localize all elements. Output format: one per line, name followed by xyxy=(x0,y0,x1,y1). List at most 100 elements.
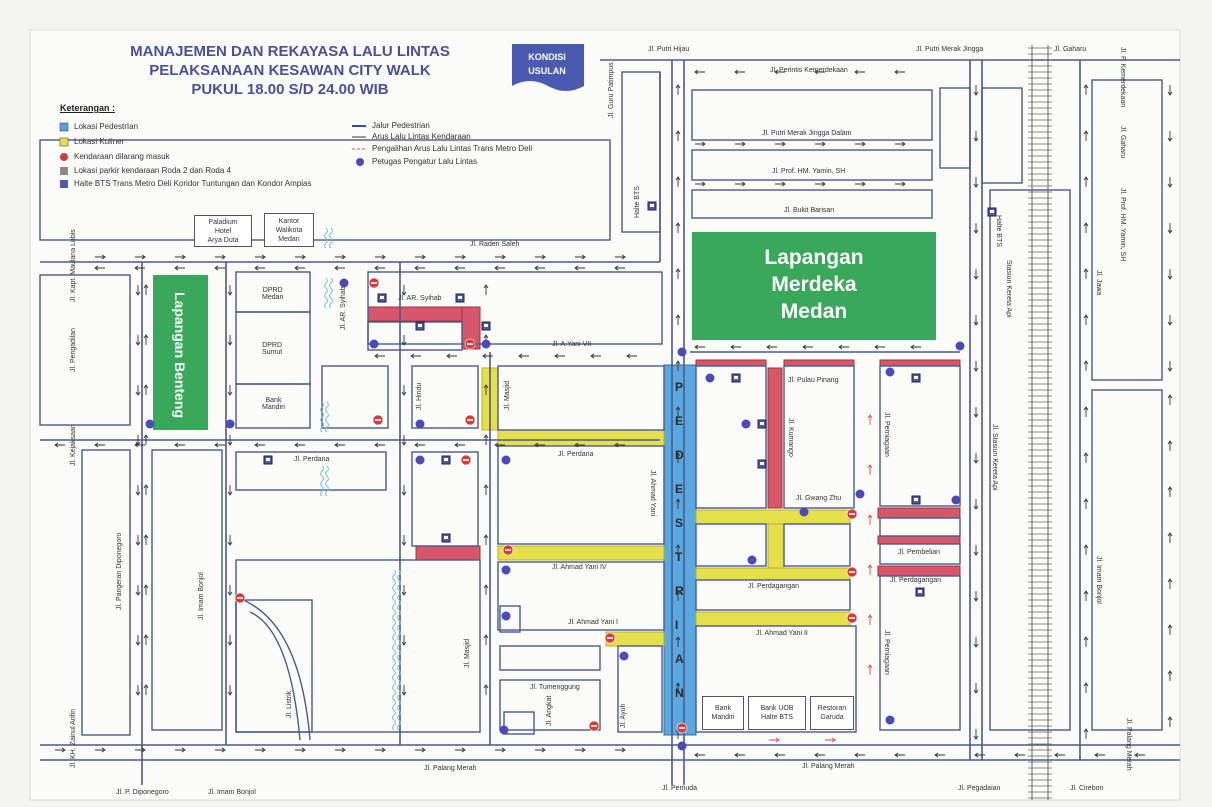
label-pulau-pinang: Jl. Pulau Pinang xyxy=(788,377,839,384)
traffic-arrow xyxy=(375,747,386,753)
traffic-arrow xyxy=(135,635,141,646)
merdeka-line-3: Medan xyxy=(780,300,848,323)
bm1-l2: Mandiri xyxy=(262,404,285,411)
traffic-arrow xyxy=(734,69,745,75)
traffic-arrow xyxy=(775,181,786,187)
traffic-arrow xyxy=(1083,498,1089,509)
water-wave xyxy=(392,669,396,681)
traffic-arrow xyxy=(1167,578,1173,589)
label-listrik: Jl. Listrik xyxy=(286,690,293,718)
traffic-arrow xyxy=(695,141,706,147)
officer-dot xyxy=(499,725,509,735)
walikota-l3: Medan xyxy=(278,235,300,243)
traffic-arrow xyxy=(615,747,626,753)
traffic-arrow xyxy=(895,181,906,187)
bus-stop-window xyxy=(918,590,922,593)
traffic-arrow xyxy=(335,747,346,753)
traffic-arrow xyxy=(483,684,489,695)
traffic-arrow xyxy=(483,584,489,595)
water-wave xyxy=(397,689,401,701)
label-cirebon: Jl. Cirebon xyxy=(1070,785,1104,792)
blocked-perniagaan-3 xyxy=(877,565,961,577)
label-yamin-h: Jl. Prof. HM. Yamin, SH xyxy=(772,168,846,175)
traffic-arrow xyxy=(973,131,979,142)
walikota-l2: Walikota xyxy=(275,226,303,234)
dprd-sumut-l2: Sumut xyxy=(262,349,283,356)
traffic-arrow xyxy=(675,84,681,95)
water-wave xyxy=(320,421,324,433)
uob-l1: Bank UOB xyxy=(760,705,794,712)
lapangan-benteng-field xyxy=(153,275,208,430)
water-wave xyxy=(325,421,329,433)
traffic-arrow xyxy=(401,385,407,396)
water-wave xyxy=(392,659,396,671)
traffic-arrow xyxy=(518,353,529,359)
traffic-arrow xyxy=(973,683,979,694)
traffic-arrow xyxy=(774,752,785,758)
traffic-arrow xyxy=(973,85,979,96)
legend-kuliner: Lokasi Kuliner xyxy=(74,137,125,146)
officer-dot xyxy=(955,341,965,351)
water-wave xyxy=(324,287,328,299)
kuliner-ahmad-yani-iv xyxy=(497,545,665,561)
water-wave xyxy=(325,411,329,423)
traffic-arrow xyxy=(675,176,681,187)
traffic-arrow xyxy=(1083,544,1089,555)
traffic-arrow xyxy=(401,285,407,296)
walikota-l1: Kantor xyxy=(278,217,300,225)
traffic-arrow xyxy=(454,265,465,271)
officer-dot xyxy=(885,715,895,725)
traffic-arrow xyxy=(574,442,585,448)
label-ayuh: Jl. Ayuh xyxy=(620,703,627,728)
bus-stop-window xyxy=(914,376,918,379)
label-perintis: Jl. Perintis Kemerdekaan xyxy=(770,67,848,74)
traffic-arrow xyxy=(855,181,866,187)
traffic-arrow xyxy=(143,534,149,545)
traffic-arrow xyxy=(1083,268,1089,279)
label-pegadaian: Jl. Pegadaian xyxy=(958,785,1001,792)
water-wave xyxy=(397,589,401,601)
legend-swatch-petugas xyxy=(356,158,364,166)
traffic-arrow xyxy=(227,335,233,346)
resto-l1: Restoran xyxy=(817,705,847,712)
label-bukit-barisan: Jl. Bukit Barisan xyxy=(784,207,835,214)
jl-listrik-curve-inner xyxy=(249,611,301,741)
traffic-arrow xyxy=(135,585,141,596)
water-wave xyxy=(320,465,324,477)
title-line-3: PUKUL 18.00 S/D 24.00 WIB xyxy=(191,81,389,98)
traffic-arrow xyxy=(215,747,226,753)
traffic-arrow xyxy=(483,484,489,495)
bus-stop-window xyxy=(444,458,448,461)
merdeka-line-1: Lapangan xyxy=(764,246,864,269)
traffic-arrow xyxy=(1054,752,1065,758)
traffic-arrow xyxy=(135,747,146,753)
water-wave xyxy=(397,709,401,721)
traffic-arrow xyxy=(973,545,979,556)
label-palang-merah-v: Jl. Palang Merah xyxy=(1125,718,1132,771)
pedestrian-letter: R xyxy=(675,584,684,598)
label-perniagaan-lower: Jl. Perniagaan xyxy=(883,630,890,675)
blocked-perniagaan-2 xyxy=(877,535,961,545)
label-putri-merak-jingga: Jl. Putri Merak Jingga xyxy=(916,46,984,53)
traffic-arrow xyxy=(1083,406,1089,417)
pedestrian-letter: A xyxy=(675,652,684,666)
traffic-arrow xyxy=(675,222,681,233)
lapangan-merdeka-field xyxy=(692,232,936,340)
water-wave xyxy=(392,619,396,631)
traffic-arrow xyxy=(867,564,873,575)
traffic-arrow xyxy=(802,344,813,350)
traffic-arrow xyxy=(374,353,385,359)
traffic-arrow xyxy=(1083,636,1089,647)
water-wave xyxy=(392,639,396,651)
transmetro-diversion-arrows xyxy=(769,414,873,743)
label-stasiun-kereta: Jl. Stasiun Kereta Api xyxy=(991,424,998,491)
water-wave xyxy=(397,659,401,671)
label-jawa: Jl. Jawa xyxy=(1095,270,1102,296)
water-wave xyxy=(397,569,401,581)
legend-swatch-kuliner xyxy=(59,137,69,147)
traffic-arrow xyxy=(534,265,545,271)
label-gwang-zhu: Jl. Gwang Zhu xyxy=(796,495,842,502)
traffic-arrow xyxy=(675,544,681,555)
traffic-arrow xyxy=(227,435,233,446)
traffic-arrow xyxy=(135,485,141,496)
